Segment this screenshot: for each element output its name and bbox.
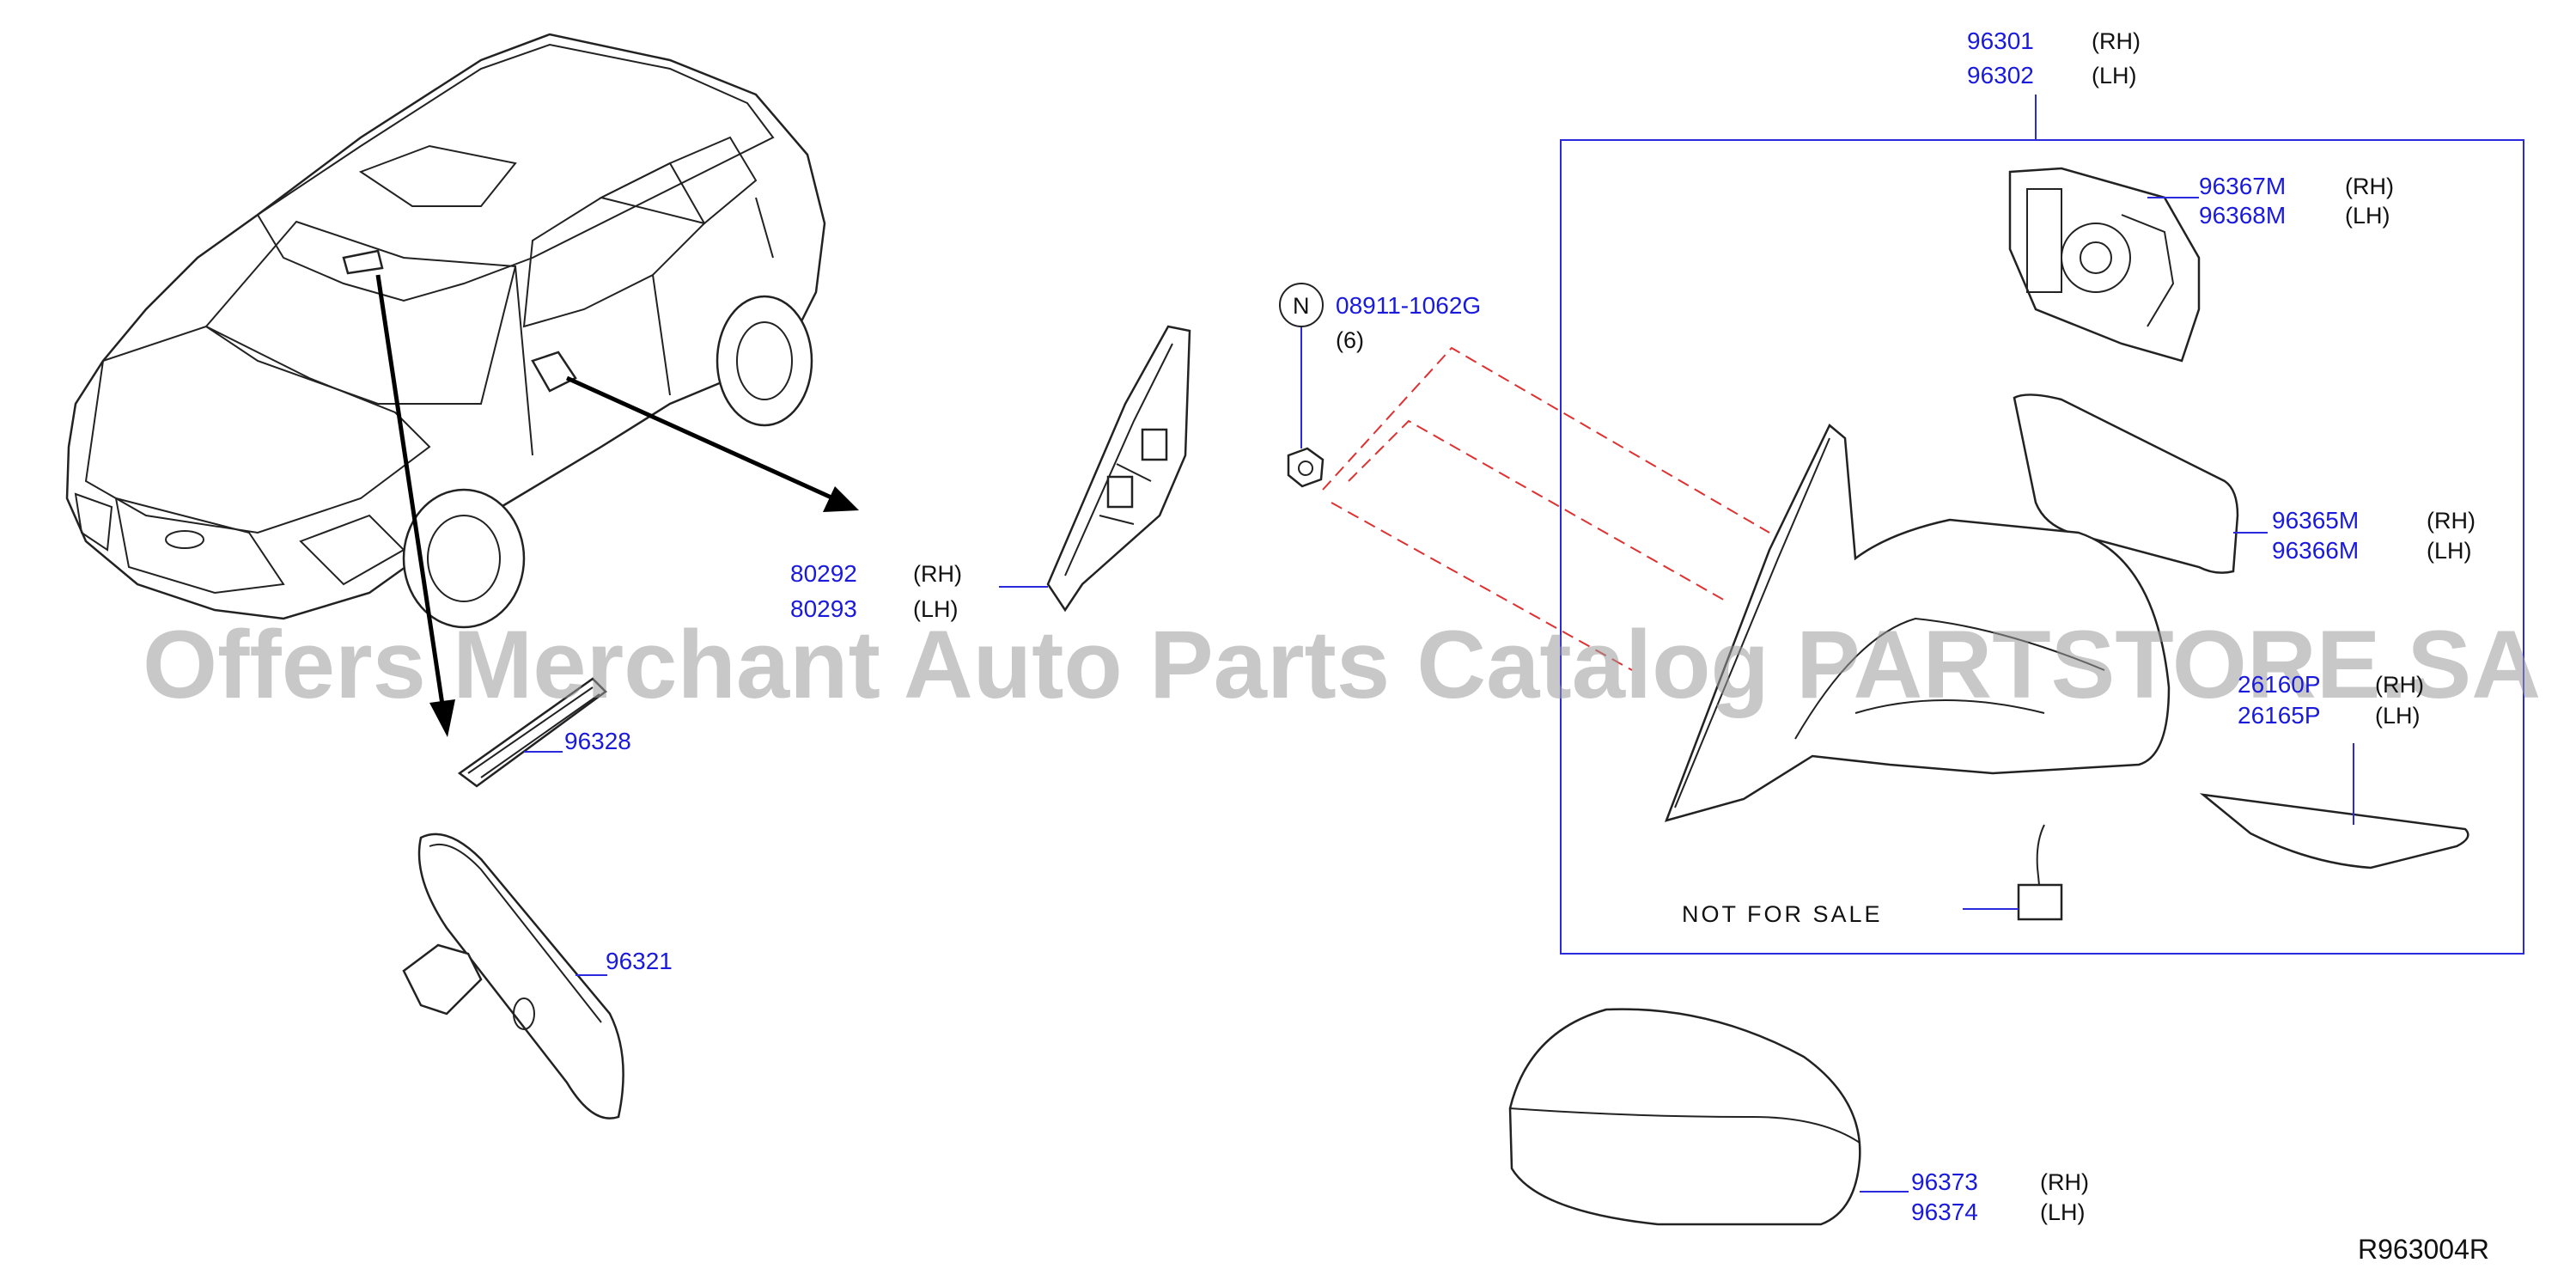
nut [1287,326,1325,488]
mirror-body [1664,424,2171,822]
side-rh: (RH) [2345,174,2394,199]
part-80293[interactable]: 80293 [790,595,857,622]
connector [1963,824,2063,921]
part-96368m[interactable]: 96368M [2199,202,2286,229]
side-rh: (RH) [913,561,962,587]
part-80292[interactable]: 80292 [790,560,857,587]
part-26160p[interactable]: 26160P [2238,671,2321,698]
part-96321[interactable]: 96321 [606,948,673,974]
mirror-glass [2013,393,2239,574]
side-rh: (RH) [2040,1169,2089,1195]
side-lh: (LH) [2345,203,2390,229]
part-26165p[interactable]: 26165P [2238,702,2321,729]
interior-mirror-cover [457,677,607,788]
vehicle-illustration [65,33,859,737]
corner-finisher [1046,325,1191,613]
not-for-sale-note: NOT FOR SALE [1682,901,1883,927]
part-96374[interactable]: 96374 [1911,1199,1978,1225]
part-96366m[interactable]: 96366M [2272,537,2359,564]
part-96373[interactable]: 96373 [1911,1168,1978,1195]
quantity: (6) [1336,327,1364,353]
side-rh: (RH) [2092,28,2141,54]
side-lh: (LH) [2375,703,2421,729]
side-lh: (LH) [2040,1199,2086,1225]
part-96302[interactable]: 96302 [1967,62,2034,88]
side-lh: (LH) [2427,538,2472,564]
mirror-actuator [2008,167,2201,363]
diagram-code: R963004R [2358,1234,2489,1265]
watermark: Offers Merchant Auto Parts Catalog PARTS… [143,611,2541,718]
nut-symbol-circle [1279,283,1324,327]
part-96367m[interactable]: 96367M [2199,173,2286,199]
side-rh: (RH) [2375,672,2424,698]
nut-symbol: N [1293,293,1310,319]
leader-lines [524,197,2268,1193]
part-96328[interactable]: 96328 [564,728,631,754]
interior-mirror [402,833,624,1119]
part-96301[interactable]: 96301 [1967,27,2034,54]
side-rh: (RH) [2427,508,2476,534]
part-08911-1062g[interactable]: 08911-1062G [1336,292,1481,319]
assembly-lines [1322,346,1770,671]
part-96365m[interactable]: 96365M [2272,507,2359,534]
callouts: 96301 (RH) 96302 (LH) 96367M (RH) 96368M… [564,27,2489,1265]
side-lh: (LH) [2092,63,2137,88]
turn-signal-lamp [2199,793,2469,869]
mirror-cover [1508,1008,1861,1226]
side-lh: (LH) [913,596,959,622]
assembly-box [1560,139,2524,955]
